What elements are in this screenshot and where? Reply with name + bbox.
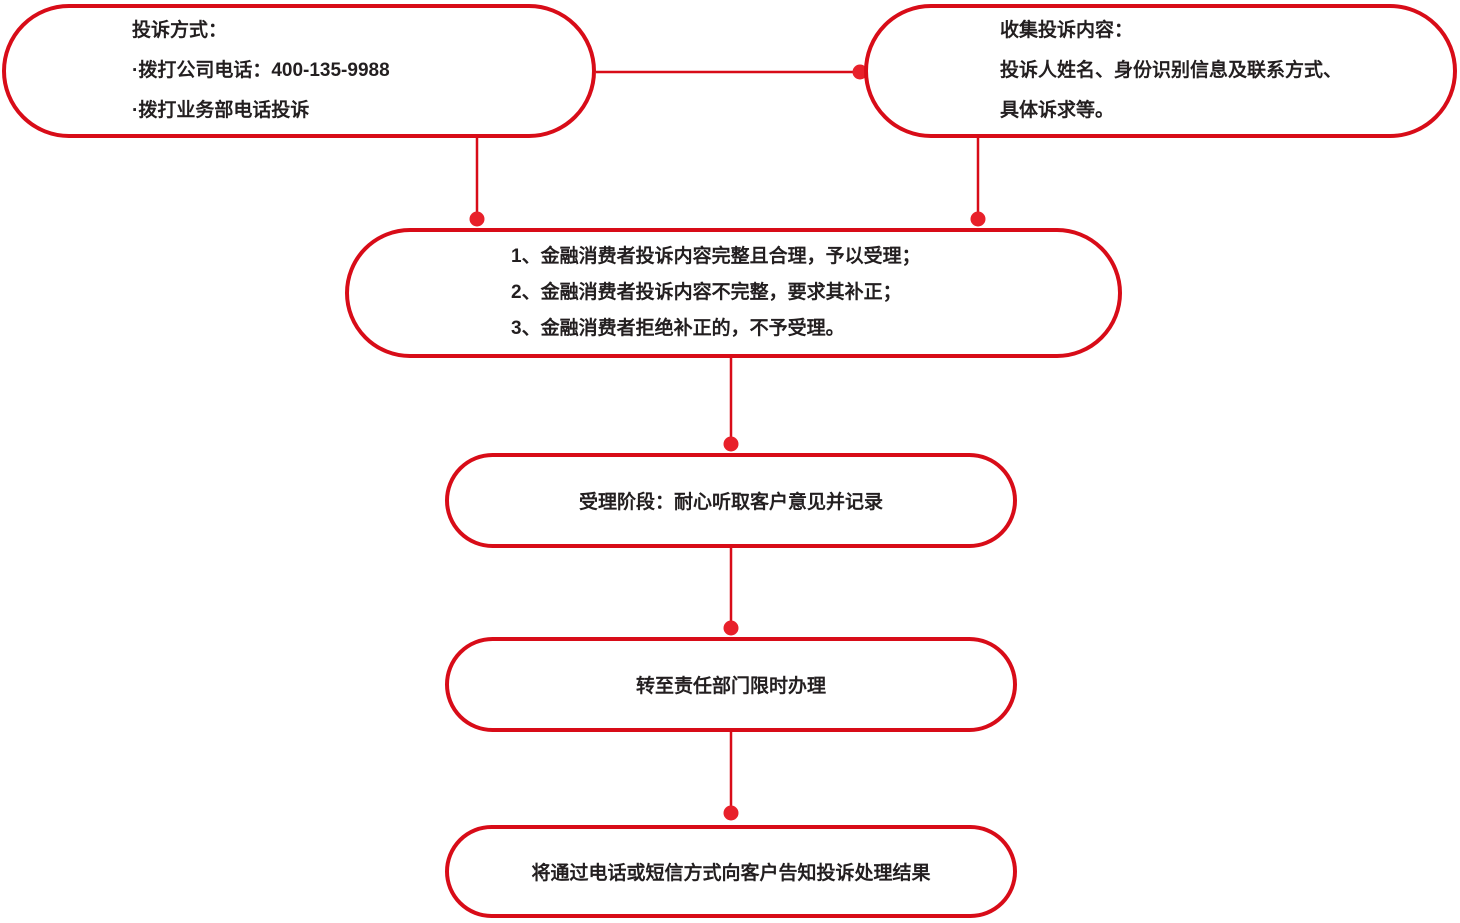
node-complaint-channels-line-2: ·拨打公司电话：400-135-9988 (132, 60, 390, 81)
node-collect-complaint-content-line-3: 具体诉求等。 (1000, 100, 1115, 121)
connector-dot-channels-to-rules (469, 211, 485, 227)
node-notify-result-label: 将通过电话或短信方式向客户告知投诉处理结果 (531, 863, 931, 884)
connector-dot-collect-to-rules (970, 211, 986, 227)
connector-dot-rules-to-acceptance-stage (723, 436, 739, 452)
node-acceptance-stage-label: 受理阶段：耐心听取客户意见并记录 (578, 492, 883, 513)
node-complaint-channels[interactable]: 投诉方式： ·拨打公司电话：400-135-9988 ·拨打业务部电话投诉 (2, 4, 596, 138)
connector-dot-acceptance-stage-to-transfer (723, 620, 739, 636)
node-collect-complaint-content[interactable]: 收集投诉内容： 投诉人姓名、身份识别信息及联系方式、 具体诉求等。 (864, 4, 1457, 138)
node-acceptance-rules[interactable]: 1、金融消费者投诉内容完整且合理，予以受理； 2、金融消费者投诉内容不完整，要求… (345, 228, 1122, 358)
node-complaint-channels-line-3: ·拨打业务部电话投诉 (132, 100, 310, 121)
node-notify-result[interactable]: 将通过电话或短信方式向客户告知投诉处理结果 (445, 825, 1017, 918)
node-acceptance-rules-line-1: 1、金融消费者投诉内容完整且合理，予以受理； (511, 246, 921, 267)
node-acceptance-rules-text: 1、金融消费者投诉内容完整且合理，予以受理； 2、金融消费者投诉内容不完整，要求… (511, 239, 1118, 347)
node-collect-complaint-content-text: 收集投诉内容： 投诉人姓名、身份识别信息及联系方式、 具体诉求等。 (1000, 11, 1453, 131)
node-collect-complaint-content-line-1: 收集投诉内容： (1000, 20, 1134, 41)
node-complaint-channels-line-1: 投诉方式： (132, 20, 228, 41)
node-complaint-channels-text: 投诉方式： ·拨打公司电话：400-135-9988 ·拨打业务部电话投诉 (132, 11, 592, 131)
node-transfer-department[interactable]: 转至责任部门限时办理 (445, 637, 1017, 732)
connector-dot-transfer-to-notify (723, 805, 739, 821)
node-collect-complaint-content-line-2: 投诉人姓名、身份识别信息及联系方式、 (1000, 60, 1343, 81)
node-acceptance-rules-line-3: 3、金融消费者拒绝补正的，不予受理。 (511, 318, 845, 339)
node-acceptance-stage[interactable]: 受理阶段：耐心听取客户意见并记录 (445, 453, 1017, 548)
node-transfer-department-label: 转至责任部门限时办理 (635, 676, 826, 697)
node-acceptance-rules-line-2: 2、金融消费者投诉内容不完整，要求其补正； (511, 282, 902, 303)
